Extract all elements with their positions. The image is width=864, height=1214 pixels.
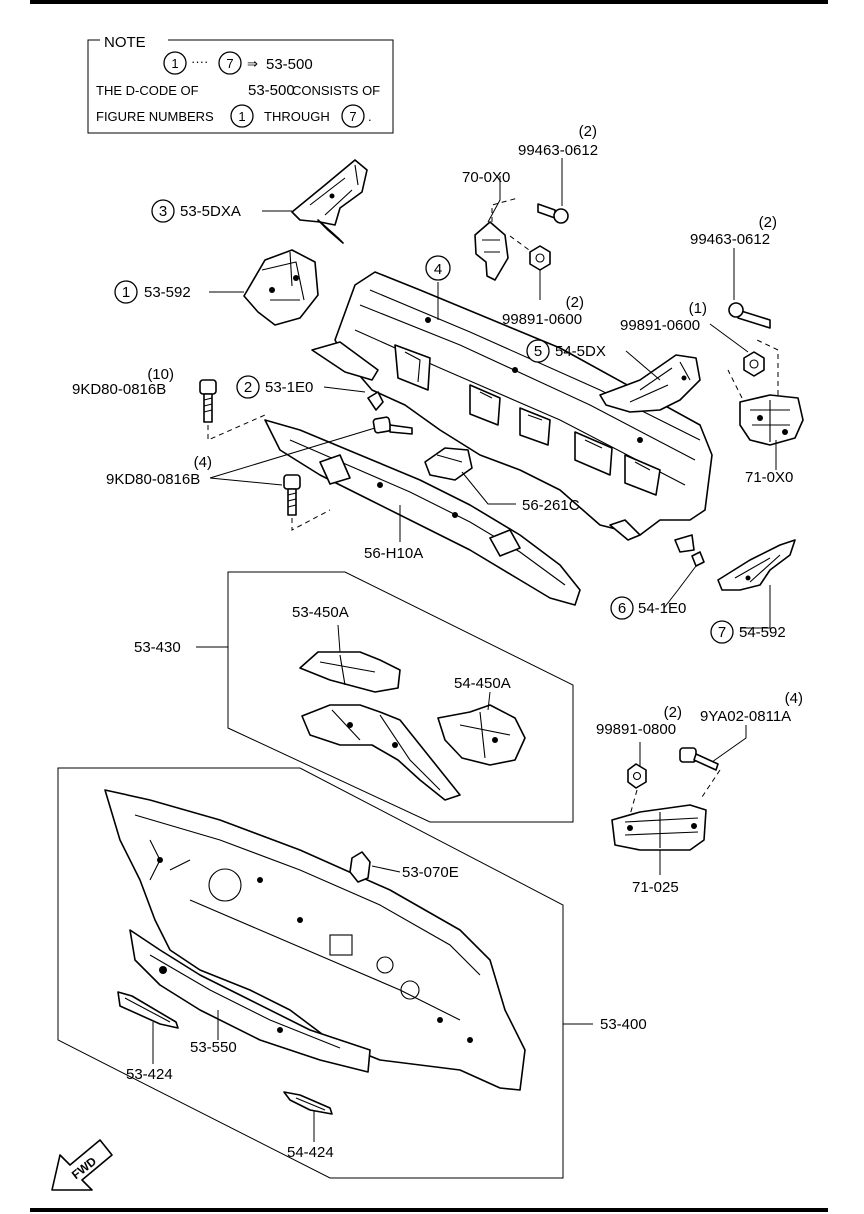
bolt-9ya02-0811a [679,747,721,801]
label-99891-0600-b: 99891-0600 [620,317,700,334]
bolt-9kd80-top [199,379,266,441]
note-line3-start: 1 [238,109,245,124]
label-53-430: 53-430 [134,639,181,656]
callout-circle-1 [114,280,138,304]
label-99891-0800: 99891-0800 [596,721,676,738]
note-range-start: 1 [171,56,178,71]
label-53-1e0: 53-1E0 [265,379,313,396]
member-56-h10a [264,419,581,606]
label-53-450a: 53-450A [292,604,349,621]
callout-4: 4 [434,261,442,278]
label-53-400: 53-400 [600,1016,647,1033]
callout-circle-6 [610,596,634,620]
bolt-9kd80-low [283,474,331,531]
bottom-rule [30,1208,828,1212]
note-line3-mid: THROUGH [264,109,330,124]
note-range-code: 53-500 [266,56,313,73]
label-9kd80-0816b-b: 9KD80-0816B [106,471,200,488]
label-9ya02-0811a: 9YA02-0811A [700,708,791,725]
note-range-end: 7 [226,56,233,71]
note-heading: NOTE [104,34,146,51]
label-54-450a: 54-450A [454,675,511,692]
label-54-1e0: 54-1E0 [638,600,686,617]
note-box: NOTE 1 ···· 7 ⇒ 53-500 THE D-CODE OF 53-… [87,34,394,134]
qty-99891-0600-a: (2) [566,294,584,311]
label-53-070e: 53-070E [402,864,459,881]
qty-99891-0800: (2) [664,704,682,721]
callout-1: 1 [122,284,130,301]
label-70-0x0: 70-0X0 [462,169,510,186]
callout-circle-7 [710,620,734,644]
note-range-sep: ···· [191,54,208,69]
label-99463-0612-b: 99463-0612 [690,231,770,248]
note-line3-a: FIGURE NUMBERS [96,109,214,124]
bracket-71-0x0 [727,302,804,446]
callout-5: 5 [534,343,542,360]
label-53-424: 53-424 [126,1066,173,1083]
label-53-550: 53-550 [190,1039,237,1056]
bracket-71-025 [611,804,707,851]
qty-9kd80-a: (10) [147,366,174,383]
qty-9ya02: (4) [785,690,803,707]
callout-7: 7 [718,624,726,641]
bracket-53-5dxa [291,159,368,244]
note-line2-code: 53-500 [248,82,295,99]
note-line3-dot: . [368,109,372,124]
label-56-261c: 56-261C [522,497,580,514]
cowl-panel [311,271,713,553]
part-labels: 3 53-5DXA 1 53-592 2 53-1E0 70-0X0 (2) 9… [72,123,803,1161]
label-71-025: 71-025 [632,879,679,896]
dash-panel-53-400-box [57,767,564,1179]
label-53-592: 53-592 [144,284,191,301]
subassembly-53-430-box [227,571,574,823]
qty-99463-b: (2) [759,214,777,231]
qty-99891-0600-b: (1) [689,300,707,317]
qty-99463-a: (2) [579,123,597,140]
callout-3: 3 [159,203,167,220]
note-arrow: ⇒ [247,56,258,71]
top-rule [30,0,828,4]
bracket-54-5dx [599,354,701,413]
callout-circle-5 [526,339,550,363]
clip-54-1e0 [691,551,705,567]
label-99891-0600-a: 99891-0600 [502,311,582,328]
label-53-5dxa: 53-5DXA [180,203,241,220]
bracket-53-1e0 [367,391,384,411]
callout-circle-2 [236,375,260,399]
callout-circle-3 [151,199,175,223]
bracket-56-261c [424,447,473,481]
label-54-5dx: 54-5DX [555,343,606,360]
label-54-592: 54-592 [739,624,786,641]
label-56-h10a: 56-H10A [364,545,423,562]
bracket-54-592 [717,539,796,591]
label-99463-0612-a: 99463-0612 [518,142,598,159]
bracket-70-0x0 [474,197,569,281]
qty-9kd80-b: (4) [194,454,212,471]
note-line2-b: CONSISTS OF [292,83,380,98]
bracket-53-592 [243,249,319,326]
fwd-arrow-icon: FWD [51,1139,113,1191]
callout-6: 6 [618,600,626,617]
nut-99891-0800 [627,763,647,816]
label-71-0x0: 71-0X0 [745,469,793,486]
label-54-424: 54-424 [287,1144,334,1161]
bolt-9kd80-mid [372,416,413,435]
leader-lines [152,158,777,1142]
note-line3-end: 7 [349,109,356,124]
note-line2-a: THE D-CODE OF [96,83,199,98]
callout-circle-4 [425,255,451,281]
callout-2: 2 [244,379,252,396]
label-9kd80-0816b-a: 9KD80-0816B [72,381,166,398]
